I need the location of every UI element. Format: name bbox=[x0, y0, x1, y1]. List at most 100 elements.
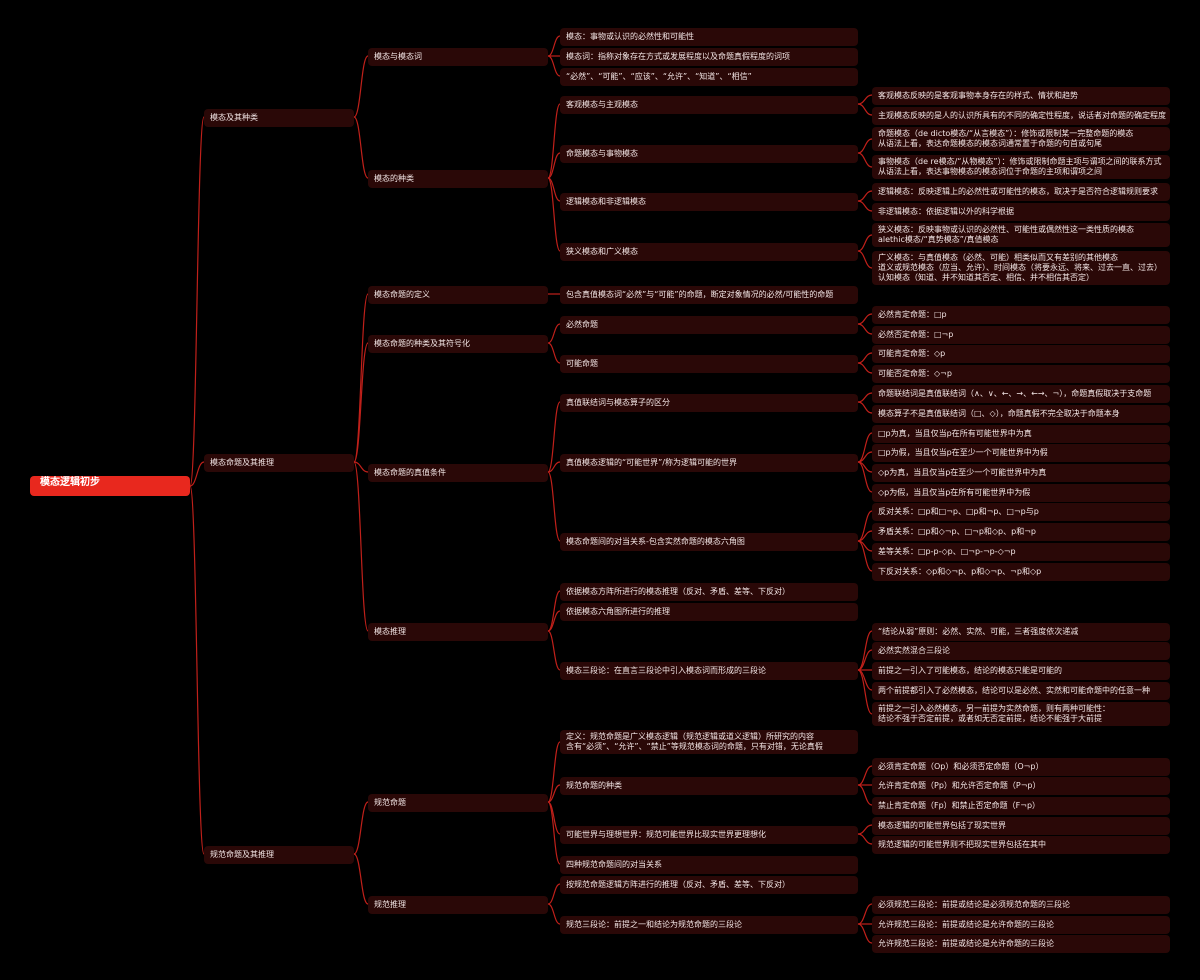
mindmap-node-n21[interactable]: 模态命题的定义 bbox=[368, 286, 548, 304]
connector-n314 bbox=[547, 801, 561, 865]
mindmap-node-n2431[interactable]: “结论从弱”原则：必然、实然、可能，三者强度依次递减 bbox=[872, 623, 1170, 641]
mindmap-node-n1212[interactable]: 主观模态反映的是人的认识所具有的不同的确定性程度，说话者对命题的确定程度 bbox=[872, 107, 1170, 125]
connector-n221 bbox=[547, 323, 561, 344]
mindmap-node-n2432[interactable]: 必然实然混合三段论 bbox=[872, 642, 1170, 660]
mindmap-node-n1232[interactable]: 非逻辑模态：依据逻辑以外的科学根据 bbox=[872, 203, 1170, 221]
mindmap-node-n314[interactable]: 四种规范命题间的对当关系 bbox=[560, 856, 858, 874]
mindmap-node-n11[interactable]: 模态与模态词 bbox=[368, 48, 548, 66]
connector-n121 bbox=[547, 103, 561, 179]
mindmap-node-n221[interactable]: 必然命题 bbox=[560, 316, 858, 334]
mindmap-node-n3131[interactable]: 模态逻辑的可能世界包括了现实世界 bbox=[872, 817, 1170, 835]
mindmap-node-n12[interactable]: 模态的种类 bbox=[368, 170, 548, 188]
connector-n243 bbox=[547, 630, 561, 671]
mindmap-node-n22[interactable]: 模态命题的种类及其符号化 bbox=[368, 335, 548, 353]
mindmap-node-n1[interactable]: 模态及其种类 bbox=[204, 109, 354, 127]
mindmap-node-n2212[interactable]: 必然否定命题：□¬p bbox=[872, 326, 1170, 344]
mindmap-node-n243[interactable]: 模态三段论：在直言三段论中引入模态词而形成的三段论 bbox=[560, 662, 858, 680]
connector-n233 bbox=[547, 471, 561, 542]
mindmap-node-n2332[interactable]: 矛盾关系：□p和◇¬p、□¬p和◇p、p和¬p bbox=[872, 523, 1170, 541]
connector-n21 bbox=[353, 293, 369, 463]
mindmap-node-n222[interactable]: 可能命题 bbox=[560, 355, 858, 373]
connector-n321 bbox=[547, 883, 561, 905]
connector-n1242 bbox=[857, 250, 873, 269]
mindmap-node-n2322[interactable]: □p为假，当且仅当p在至少一个可能世界中为假 bbox=[872, 444, 1170, 462]
mindmap-node-n1222[interactable]: 事物模态（de re模态/“从物模态”）：修饰或限制命题主项与谓项之间的联系方式… bbox=[872, 155, 1170, 179]
connector-n3132 bbox=[857, 833, 873, 845]
mindmap-node-n123[interactable]: 逻辑模态和非逻辑模态 bbox=[560, 193, 858, 211]
mindmap-node-n2435[interactable]: 前提之一引入必然模态，另一前提为实然命题，则有两种可能性： 结论不强于否定前提，… bbox=[872, 702, 1170, 726]
mindmap-node-n2323[interactable]: ◇p为真，当且仅当p在至少一个可能世界中为真 bbox=[872, 464, 1170, 482]
connector-n1232 bbox=[857, 200, 873, 212]
mindmap-node-n242[interactable]: 依据模态六角图所进行的推理 bbox=[560, 603, 858, 621]
connector-n242 bbox=[547, 610, 561, 632]
mindmap-node-n1231[interactable]: 逻辑模态：反映逻辑上的必然性或可能性的模态，取决于是否符合逻辑规则要求 bbox=[872, 183, 1170, 201]
mindmap-node-n2333[interactable]: 差等关系：□p-p-◇p、□¬p-¬p-◇¬p bbox=[872, 543, 1170, 561]
mindmap-node-n2222[interactable]: 可能否定命题：◇¬p bbox=[872, 365, 1170, 383]
mindmap-node-n2221[interactable]: 可能肯定命题：◇p bbox=[872, 345, 1170, 363]
connector-n231 bbox=[547, 401, 561, 473]
connector-n113 bbox=[547, 55, 561, 77]
mindmap-node-n3122[interactable]: 允许肯定命题（Pp）和允许否定命题（P¬p） bbox=[872, 777, 1170, 795]
mindmap-node-n322[interactable]: 规范三段论：前提之一和结论为规范命题的三段论 bbox=[560, 916, 858, 934]
connector-n2221 bbox=[857, 352, 873, 364]
mindmap-node-n3121[interactable]: 必须肯定命题（Op）和必须否定命题（O¬p） bbox=[872, 758, 1170, 776]
connector-n312 bbox=[547, 784, 561, 803]
mindmap-node-n2324[interactable]: ◇p为假，当且仅当p在所有可能世界中为假 bbox=[872, 484, 1170, 502]
mindmap-node-n1211[interactable]: 客观模态反映的是客观事物本身存在的样式、情状和趋势 bbox=[872, 87, 1170, 105]
mindmap-node-n241[interactable]: 依据模态方阵所进行的模态推理（反对、矛盾、差等、下反对） bbox=[560, 583, 858, 601]
mindmap-node-n2321[interactable]: □p为真，当且仅当p在所有可能世界中为真 bbox=[872, 425, 1170, 443]
connector-n1211 bbox=[857, 94, 873, 105]
connector-n2222 bbox=[857, 362, 873, 374]
mindmap-node-n3[interactable]: 规范命题及其推理 bbox=[204, 846, 354, 864]
connector-n1231 bbox=[857, 190, 873, 202]
mindmap-node-n124[interactable]: 狭义模态和广义模态 bbox=[560, 243, 858, 261]
mindmap-node-n1241[interactable]: 狭义模态：反映事物或认识的必然性、可能性或偶然性这一类性质的模态 alethic… bbox=[872, 223, 1170, 247]
connector-n111 bbox=[547, 35, 561, 57]
connector-n2311 bbox=[857, 392, 873, 403]
mindmap-node-n2311[interactable]: 命题联结词是真值联结词（∧、∨、←、→、←→、¬），命题真假取决于支命题 bbox=[872, 385, 1170, 403]
mindmap-node-n2434[interactable]: 两个前提都引入了必然模态，结论可以是必然、实然和可能命题中的任意一种 bbox=[872, 682, 1170, 700]
mindmap-node-n3132[interactable]: 规范逻辑的可能世界则不把现实世界包括在其中 bbox=[872, 836, 1170, 854]
mindmap-node-n211[interactable]: 包含真值模态词“必然”与“可能”的命题，断定对象情况的必然/可能性的命题 bbox=[560, 286, 858, 304]
connector-n12 bbox=[353, 116, 369, 179]
mindmap-node-n321[interactable]: 按规范命题逻辑方阵进行的推理（反对、矛盾、差等、下反对） bbox=[560, 876, 858, 894]
mindmap-node-n2331[interactable]: 反对关系：□p和□¬p、□p和¬p、□¬p与p bbox=[872, 503, 1170, 521]
mindmap-node-n2312[interactable]: 模态算子不是真值联结词（□、◇），命题真假不完全取决于命题本身 bbox=[872, 405, 1170, 423]
mindmap-node-n312[interactable]: 规范命题的种类 bbox=[560, 777, 858, 795]
connector-n222 bbox=[547, 342, 561, 364]
mindmap-node-n2334[interactable]: 下反对关系：◇p和◇¬p、p和◇¬p、¬p和◇p bbox=[872, 563, 1170, 581]
connector-n3 bbox=[189, 485, 205, 855]
mindmap-node-n32[interactable]: 规范推理 bbox=[368, 896, 548, 914]
mindmap-node-n1242[interactable]: 广义模态：与真值模态（必然、可能）相类似而又有差别的其他模态 道义或规范模态（应… bbox=[872, 251, 1170, 285]
mindmap-node-n23[interactable]: 模态命题的真值条件 bbox=[368, 464, 548, 482]
mindmap-node-n24[interactable]: 模态推理 bbox=[368, 623, 548, 641]
mindmap-node-n3223[interactable]: 允许规范三段论：前提或结论是允许命题的三段论 bbox=[872, 935, 1170, 953]
connector-n2211 bbox=[857, 313, 873, 325]
mindmap-node-n313[interactable]: 可能世界与理想世界：规范可能世界比现实世界更理想化 bbox=[560, 826, 858, 844]
mindmap-node-n311[interactable]: 定义：规范命题是广义模态逻辑（规范逻辑或道义逻辑）所研究的内容 含有“必须”、“… bbox=[560, 730, 858, 754]
mindmap-node-n31[interactable]: 规范命题 bbox=[368, 794, 548, 812]
mindmap-node-n121[interactable]: 客观模态与主观模态 bbox=[560, 96, 858, 114]
mindmap-node-n113[interactable]: “必然”、“可能”、“应该”、“允许”、“知道”、“相信” bbox=[560, 68, 858, 86]
mindmap-node-n122[interactable]: 命题模态与事物模态 bbox=[560, 145, 858, 163]
connector-n122 bbox=[547, 152, 561, 179]
mindmap-node-n232[interactable]: 真值模态逻辑的“可能世界”/称为逻辑可能的世界 bbox=[560, 454, 858, 472]
connector-n3223 bbox=[857, 923, 873, 944]
mindmap-node-n112[interactable]: 模态词：指称对象存在方式或发展程度以及命题真假程度的词项 bbox=[560, 48, 858, 66]
connector-n1221 bbox=[857, 138, 873, 154]
mindmap-node-n2[interactable]: 模态命题及其推理 bbox=[204, 454, 354, 472]
mindmap-node-n2211[interactable]: 必然肯定命题：□p bbox=[872, 306, 1170, 324]
mindmap-node-n231[interactable]: 真值联结词与模态算子的区分 bbox=[560, 394, 858, 412]
mindmap-node-n3123[interactable]: 禁止肯定命题（Fp）和禁止否定命题（F¬p） bbox=[872, 797, 1170, 815]
mindmap-node-n3222[interactable]: 允许规范三段论：前提或结论是允许命题的三段论 bbox=[872, 916, 1170, 934]
root-node[interactable]: 模态逻辑初步 bbox=[30, 476, 190, 496]
connector-n31 bbox=[353, 801, 369, 855]
mindmap-node-n111[interactable]: 模态：事物或认识的必然性和可能性 bbox=[560, 28, 858, 46]
connector-n3221 bbox=[857, 903, 873, 925]
mindmap-node-n1221[interactable]: 命题模态（de dicto模态/“从言模态”）：修饰或限制某一完整命题的模态 从… bbox=[872, 127, 1170, 151]
mindmap-node-n2433[interactable]: 前提之一引入了可能模态，结论的模态只能是可能的 bbox=[872, 662, 1170, 680]
connector-n23 bbox=[353, 461, 369, 473]
mindmap-node-n233[interactable]: 模态命题间的对当关系-包含实然命题的模态六角图 bbox=[560, 533, 858, 551]
mindmap-node-n3221[interactable]: 必须规范三段论：前提或结论是必须规范命题的三段论 bbox=[872, 896, 1170, 914]
connector-n2312 bbox=[857, 401, 873, 414]
